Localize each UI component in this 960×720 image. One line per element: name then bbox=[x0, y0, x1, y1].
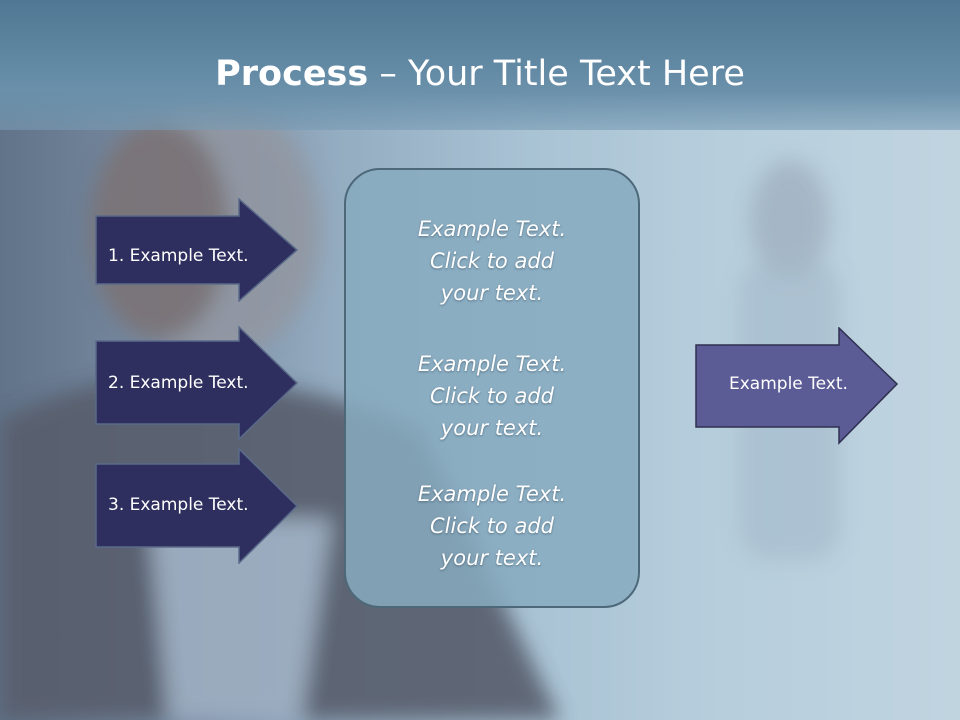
title-bar bbox=[0, 0, 960, 130]
right-arrow[interactable]: Example Text. bbox=[695, 327, 899, 445]
center-block-3-line1: Example Text. bbox=[417, 482, 567, 506]
left-arrow-1[interactable]: 1. Example Text. bbox=[95, 198, 299, 302]
center-block-2-line2: Click to add bbox=[429, 384, 554, 408]
center-block-3-line2: Click to add bbox=[429, 514, 554, 538]
center-block-1-line3: your text. bbox=[440, 281, 544, 305]
left-arrow-3-label: 3. Example Text. bbox=[108, 495, 249, 515]
center-block-2-line3: your text. bbox=[440, 416, 544, 440]
center-block-1-line2: Click to add bbox=[429, 249, 554, 273]
right-arrow-label: Example Text. bbox=[729, 374, 848, 394]
left-arrow-1-label: 1. Example Text. bbox=[108, 246, 249, 266]
center-block-2[interactable]: Example Text. Click to add your text. bbox=[344, 348, 640, 444]
center-block-3-line3: your text. bbox=[440, 546, 544, 570]
left-arrow-2-label: 2. Example Text. bbox=[108, 373, 249, 393]
left-arrow-3[interactable]: 3. Example Text. bbox=[95, 448, 299, 564]
center-block-1-line1: Example Text. bbox=[417, 217, 567, 241]
center-block-2-line1: Example Text. bbox=[417, 352, 567, 376]
title-bold: Process bbox=[215, 54, 369, 94]
center-block-1[interactable]: Example Text. Click to add your text. bbox=[344, 213, 640, 309]
left-arrow-2[interactable]: 2. Example Text. bbox=[95, 326, 299, 440]
title-rest: – Your Title Text Here bbox=[368, 54, 745, 94]
slide-title[interactable]: Process – Your Title Text Here bbox=[0, 52, 960, 96]
center-block-3[interactable]: Example Text. Click to add your text. bbox=[344, 478, 640, 574]
center-text-box[interactable] bbox=[344, 168, 640, 608]
